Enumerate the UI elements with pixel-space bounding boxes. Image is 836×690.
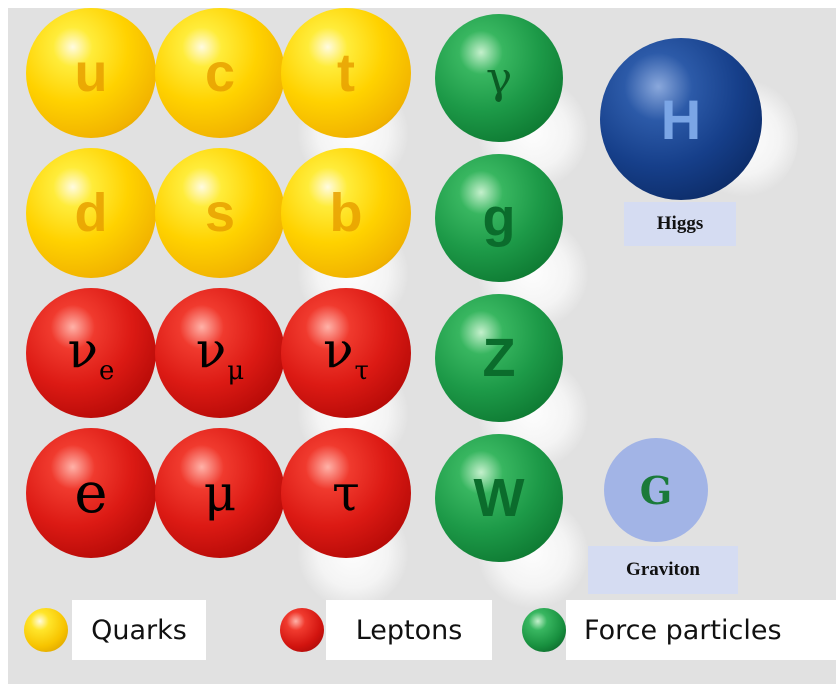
quark-b: b (281, 148, 411, 278)
legend-quarks-label: Quarks (72, 600, 206, 660)
higgs-boson: H (600, 38, 762, 200)
particle-symbol: γ (485, 52, 513, 104)
particle-symbol: e (74, 460, 108, 526)
quark-c: c (155, 8, 285, 138)
particle-symbol: s (204, 183, 236, 243)
lepton-tau: τ (281, 428, 411, 558)
legend-quarks-swatch (24, 608, 68, 652)
particle-symbol: W (473, 468, 525, 528)
particle-subscript: e (99, 355, 115, 386)
particle-symbol: Z (482, 328, 516, 388)
legend-leptons-swatch (280, 608, 324, 652)
lepton-tau-neutrino: ντ (281, 288, 411, 418)
quark-s: s (155, 148, 285, 278)
particle-symbol: g (482, 188, 516, 248)
force-z-boson: Z (435, 294, 563, 422)
legend-leptons-label: Leptons (326, 600, 492, 660)
quark-u: u (26, 8, 156, 138)
particle-subscript: τ (354, 355, 369, 386)
particle-symbol: c (204, 43, 236, 103)
graviton: G (604, 438, 708, 542)
particle-symbol: ντ (323, 320, 369, 386)
higgs-label: Higgs (624, 202, 736, 246)
lepton-electron: e (26, 428, 156, 558)
quark-t: t (281, 8, 411, 138)
quark-d: d (26, 148, 156, 278)
legend-forces-swatch (522, 608, 566, 652)
force-gluon: g (435, 154, 563, 282)
force-w-boson: W (435, 434, 563, 562)
particle-symbol: d (74, 183, 108, 243)
force-photon: γ (435, 14, 563, 142)
particle-symbol: νe (67, 320, 115, 386)
particle-diagram: u c t d s b νe νμ ντ e μ τ γ g Z W (8, 8, 836, 684)
lepton-muon-neutrino: νμ (155, 288, 285, 418)
particle-symbol: u (74, 43, 108, 103)
particle-symbol: τ (332, 464, 360, 522)
lepton-electron-neutrino: νe (26, 288, 156, 418)
particle-symbol: μ (203, 464, 237, 522)
particle-symbol: νμ (195, 320, 245, 386)
particle-symbol: G (639, 467, 673, 513)
lepton-muon: μ (155, 428, 285, 558)
particle-symbol: H (660, 87, 702, 151)
graviton-label: Graviton (588, 546, 738, 594)
particle-subscript: μ (227, 355, 245, 386)
legend-forces-label: Force particles (566, 600, 836, 660)
particle-symbol: t (337, 43, 355, 103)
particle-symbol: b (329, 183, 363, 243)
